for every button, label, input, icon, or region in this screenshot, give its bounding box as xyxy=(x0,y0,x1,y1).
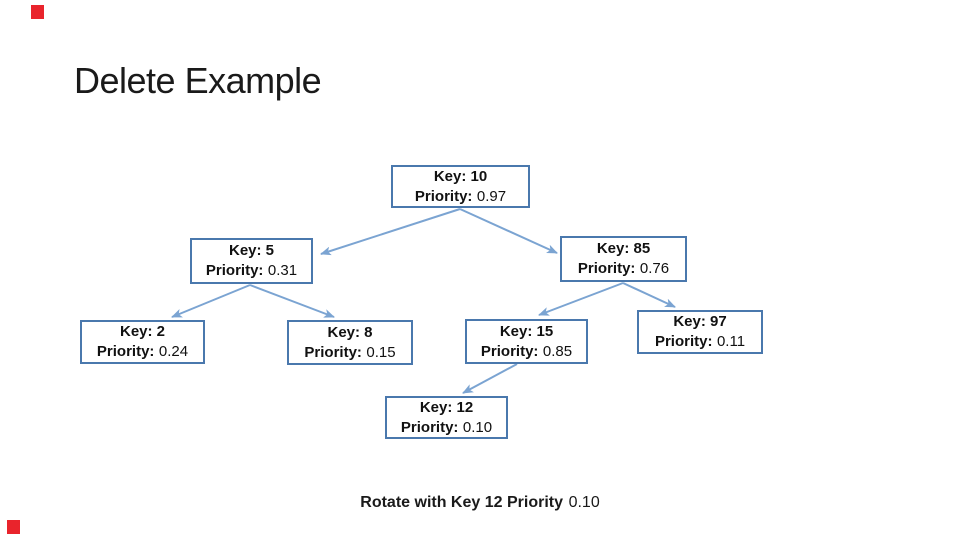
caption: Rotate with Key 12 Priority 0.10 xyxy=(0,494,960,512)
node-priority-label: Priority:0.97 xyxy=(414,187,507,205)
node-priority-label: Priority:0.85 xyxy=(480,342,573,360)
node-key-label: Key: 8 xyxy=(327,323,373,341)
node-key-label: Key: 2 xyxy=(119,323,166,340)
red-marker-bottom xyxy=(7,520,20,534)
edge-10-5 xyxy=(320,208,461,256)
node-priority-label: Priority:0.15 xyxy=(304,343,396,361)
tree-node-key-12: Key: 12 Priority:0.10 xyxy=(385,396,508,439)
node-key-label: Key: 85 xyxy=(596,240,651,257)
node-key-label: Key: 15 xyxy=(499,322,554,340)
tree-node-key-8: Key: 8 Priority:0.15 xyxy=(287,320,413,365)
node-key-label: Key: 12 xyxy=(419,398,474,416)
edge-5-2 xyxy=(171,284,251,318)
tree-node-key-5: Key: 5 Priority:0.31 xyxy=(190,238,313,284)
node-priority-label: Priority:0.11 xyxy=(654,333,746,350)
node-key-label: Key: 5 xyxy=(228,242,275,259)
tree-node-key-97: Key: 97 Priority:0.11 xyxy=(637,310,763,354)
node-priority-label: Priority:0.76 xyxy=(577,260,670,277)
edge-85-15 xyxy=(538,282,624,316)
node-priority-label: Priority:0.10 xyxy=(400,418,493,436)
node-priority-label: Priority:0.24 xyxy=(96,343,189,360)
page-title: Delete Example xyxy=(74,60,322,101)
tree-node-key-2: Key: 2 Priority:0.24 xyxy=(80,320,205,364)
tree-node-key-10: Key: 10 Priority:0.97 xyxy=(391,165,530,208)
node-key-label: Key: 10 xyxy=(433,167,488,185)
node-priority-label: Priority:0.31 xyxy=(205,262,298,279)
caption-text: Rotate with Key 12 Priority xyxy=(360,494,563,511)
edge-85-97 xyxy=(622,282,676,308)
tree-node-key-85: Key: 85 Priority:0.76 xyxy=(560,236,687,282)
edge-10-85 xyxy=(459,208,558,254)
edge-5-8 xyxy=(249,284,335,318)
caption-value: 0.10 xyxy=(568,494,600,511)
node-key-label: Key: 97 xyxy=(673,313,727,330)
edge-15-12 xyxy=(462,363,518,394)
red-marker-top xyxy=(31,5,44,19)
tree-node-key-15: Key: 15 Priority:0.85 xyxy=(465,319,588,364)
